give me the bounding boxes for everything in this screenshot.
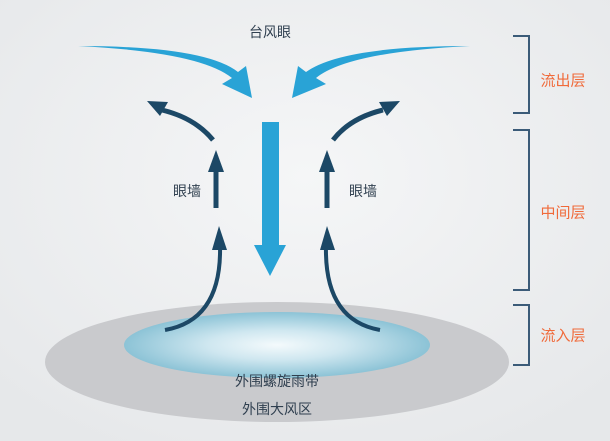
eye-downdraft-arrow	[254, 122, 286, 276]
typhoon-eye-label: 台风眼	[249, 25, 291, 41]
arrowhead-icon	[208, 150, 224, 172]
layer-outflow: 流出层	[540, 71, 586, 90]
bracket-outflow	[513, 35, 530, 114]
arrowhead-icon	[319, 150, 335, 172]
bracket-middle	[513, 129, 530, 291]
outflow-arrow-left	[78, 46, 252, 98]
outflow-arrow-right	[292, 46, 470, 98]
arrowhead-icon	[320, 226, 335, 250]
eyewall-label-right: 眼墙	[349, 184, 377, 200]
inflow-arrow-left	[164, 244, 223, 332]
layer-middle: 中间层	[540, 203, 586, 222]
arrowhead-icon	[147, 101, 168, 116]
inner-rainband-ellipse	[124, 312, 430, 378]
eyewall-outflow-left	[161, 107, 215, 142]
layer-inflow: 流入层	[540, 326, 586, 345]
bracket-inflow	[513, 304, 530, 366]
eyewall-outflow-right	[331, 107, 384, 142]
rainband-label: 外围螺旋雨带	[235, 374, 319, 390]
eyewall-label-left: 眼墙	[173, 184, 201, 200]
windzone-label: 外围大风区	[242, 402, 312, 418]
inflow-arrow-right	[323, 244, 381, 332]
arrowhead-icon	[212, 226, 227, 250]
arrowhead-icon	[379, 101, 400, 116]
